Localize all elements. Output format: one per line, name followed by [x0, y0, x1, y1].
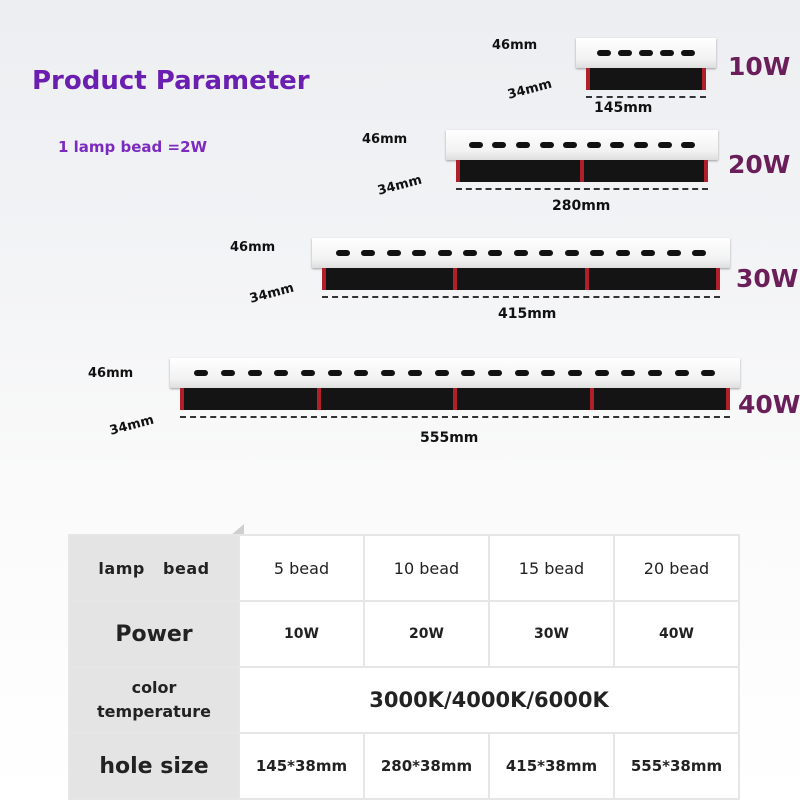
lamp-10w-length: 145mm: [594, 100, 653, 116]
lamp-40w-length: 555mm: [420, 430, 479, 446]
lamp-40w-image: [170, 358, 740, 420]
bead-power-note: 1 lamp bead =2W: [58, 138, 208, 156]
lamp-40w-watt: 40W: [738, 390, 800, 419]
cell-hole-4: 555*38mm: [613, 732, 740, 800]
header-lamp-bead: lamp bead: [68, 534, 240, 602]
cell-bead-4: 20 bead: [613, 534, 740, 602]
lamp-10w-height: 46mm: [492, 38, 538, 53]
length-dashline: [180, 416, 730, 418]
parameter-table: lamp bead 5 bead 10 bead 15 bead 20 bead…: [68, 534, 740, 800]
length-dashline: [586, 96, 706, 98]
lamp-face: [446, 130, 718, 160]
lamp-30w-watt: 30W: [736, 264, 799, 293]
table-row-color-temperature: color temperature 3000K/4000K/6000K: [68, 666, 740, 734]
lamp-face: [312, 238, 730, 268]
table-row-lamp-bead: lamp bead 5 bead 10 bead 15 bead 20 bead: [68, 534, 740, 602]
lamp-30w-length: 415mm: [498, 306, 557, 322]
cell-bead-3: 15 bead: [488, 534, 615, 602]
lamp-20w-watt: 20W: [728, 150, 791, 179]
lamp-40w-depth: 34mm: [108, 412, 156, 439]
lamp-body: [456, 160, 708, 182]
header-power: Power: [68, 600, 240, 668]
table-row-power: Power 10W 20W 30W 40W: [68, 600, 740, 668]
lamp-30w-height: 46mm: [230, 240, 276, 255]
length-dashline: [322, 296, 720, 298]
lamp-body: [322, 268, 720, 290]
lamp-30w-depth: 34mm: [248, 280, 296, 307]
cell-hole-1: 145*38mm: [238, 732, 365, 800]
lamp-face: [170, 358, 740, 388]
lamp-20w-image: [446, 130, 718, 192]
cell-power-4: 40W: [613, 600, 740, 668]
lamp-10w-watt: 10W: [728, 52, 791, 81]
lamp-20w-height: 46mm: [362, 132, 408, 147]
lamp-body: [180, 388, 730, 410]
lamp-30w-image: [312, 238, 730, 300]
lamp-40w-height: 46mm: [88, 366, 134, 381]
table-row-hole-size: hole size 145*38mm 280*38mm 415*38mm 555…: [68, 732, 740, 800]
cell-power-2: 20W: [363, 600, 490, 668]
table-corner-fold: [230, 524, 244, 536]
header-color-temperature: color temperature: [68, 666, 240, 734]
header-color-line1: color: [131, 678, 177, 697]
cell-bead-1: 5 bead: [238, 534, 365, 602]
cell-hole-3: 415*38mm: [488, 732, 615, 800]
cell-color-temperature: 3000K/4000K/6000K: [238, 666, 740, 734]
cell-hole-2: 280*38mm: [363, 732, 490, 800]
lamp-face: [576, 38, 716, 68]
header-color-line2: temperature: [97, 702, 211, 721]
lamp-20w-length: 280mm: [552, 198, 611, 214]
cell-power-3: 30W: [488, 600, 615, 668]
page-title: Product Parameter: [32, 66, 310, 96]
length-dashline: [456, 188, 708, 190]
cell-power-1: 10W: [238, 600, 365, 668]
cell-bead-2: 10 bead: [363, 534, 490, 602]
lamp-body: [586, 68, 706, 90]
header-hole-size: hole size: [68, 732, 240, 800]
lamp-10w-image: [576, 38, 716, 100]
lamp-20w-depth: 34mm: [376, 172, 424, 199]
lamp-10w-depth: 34mm: [506, 76, 554, 103]
